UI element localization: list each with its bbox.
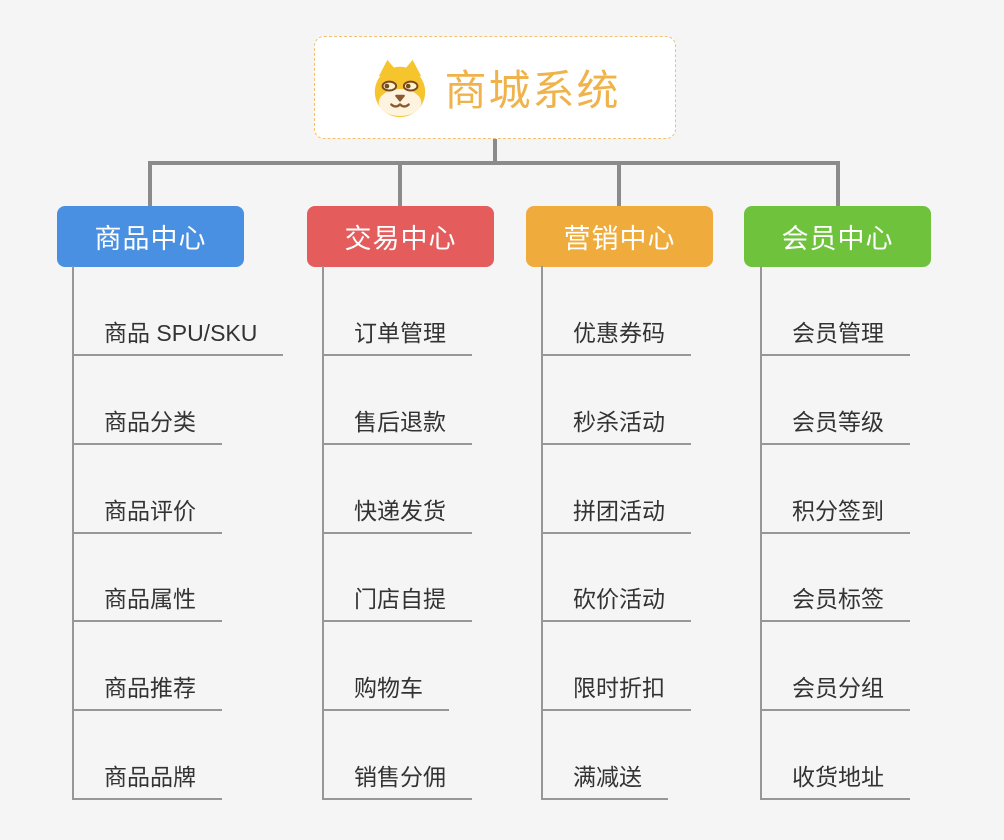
leaf-node[interactable]: 满减送: [541, 754, 668, 800]
branch-node-trade-center[interactable]: 交易中心: [307, 206, 494, 267]
leaf-node[interactable]: 商品属性: [72, 576, 222, 622]
connector-drop-member-center: [836, 161, 840, 206]
leaf-node[interactable]: 秒杀活动: [541, 399, 691, 445]
branch-node-marketing-center[interactable]: 营销中心: [526, 206, 713, 267]
leaf-node[interactable]: 限时折扣: [541, 665, 691, 711]
leaf-node[interactable]: 拼团活动: [541, 488, 691, 534]
leaf-node[interactable]: 门店自提: [322, 576, 472, 622]
branch-node-member-center[interactable]: 会员中心: [744, 206, 931, 267]
leaf-node[interactable]: 会员等级: [760, 399, 910, 445]
branch-node-product-center[interactable]: 商品中心: [57, 206, 244, 267]
leaf-node[interactable]: 会员标签: [760, 576, 910, 622]
leaf-node[interactable]: 会员分组: [760, 665, 910, 711]
leaf-node[interactable]: 售后退款: [322, 399, 472, 445]
leaf-node[interactable]: 收货地址: [760, 754, 910, 800]
leaf-node[interactable]: 商品分类: [72, 399, 222, 445]
leaf-node[interactable]: 快递发货: [322, 488, 472, 534]
leaf-node[interactable]: 商品评价: [72, 488, 222, 534]
connector-drop-trade-center: [398, 161, 402, 206]
leaf-node[interactable]: 积分签到: [760, 488, 910, 534]
leaf-node[interactable]: 订单管理: [322, 310, 472, 356]
leaf-node[interactable]: 商品推荐: [72, 665, 222, 711]
root-title: 商城系统: [444, 67, 621, 114]
connector-bus: [148, 161, 840, 165]
connector-root-stem: [493, 139, 497, 163]
connector-drop-product-center: [148, 161, 152, 206]
leaf-node[interactable]: 购物车: [322, 665, 449, 711]
leaf-node[interactable]: 优惠券码: [541, 310, 691, 356]
leaf-node[interactable]: 砍价活动: [541, 576, 691, 622]
leaf-node[interactable]: 销售分佣: [322, 754, 472, 800]
shiba-dog-icon: [369, 57, 431, 119]
leaf-node[interactable]: 商品品牌: [72, 754, 222, 800]
leaf-node[interactable]: 商品 SPU/SKU: [72, 310, 284, 356]
connector-drop-marketing-center: [617, 161, 621, 206]
root-node[interactable]: 商城系统: [314, 36, 676, 139]
leaf-node[interactable]: 会员管理: [760, 310, 910, 356]
